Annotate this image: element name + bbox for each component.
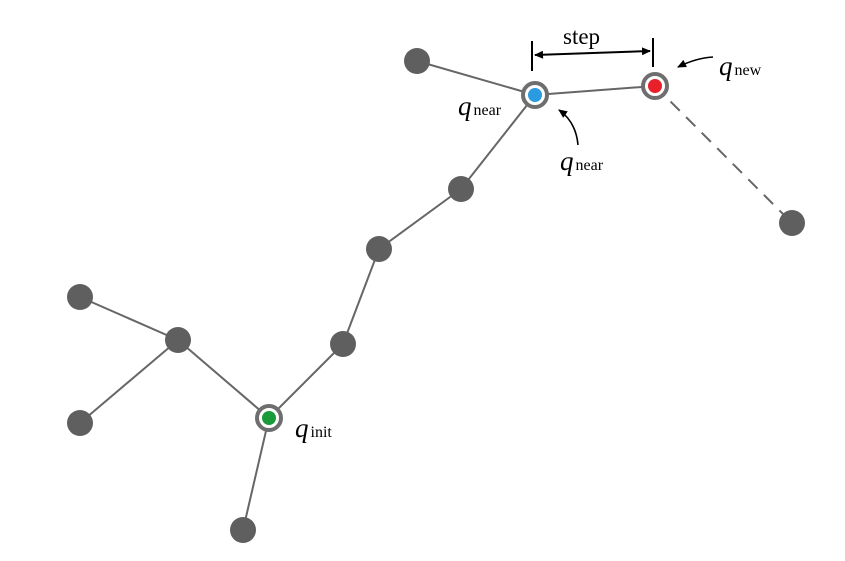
edge-near-new [534,85,656,96]
edge-left-top [79,296,179,341]
edge-left-bottom [79,339,179,424]
step-label: step [563,24,600,49]
node-bottom [230,517,256,543]
node-q-init [255,404,283,432]
edge-init-chain1 [268,343,344,419]
edge-chain2-chain3 [378,188,462,250]
node-random-sample [779,210,805,236]
node-q-near [521,81,549,109]
node-branch [165,327,191,353]
node-chain-3 [448,176,474,202]
node-chain-2 [366,236,392,262]
edge-chain1-chain2 [342,248,380,345]
step-arrow [534,47,651,59]
edge-branch-init [177,339,270,419]
tree-edges [79,60,793,531]
node-left-bottom [67,410,93,436]
node-left-top [67,284,93,310]
step-dimension [531,38,654,71]
edge-chain3-near [460,94,536,190]
node-chain-1 [330,331,356,357]
node-q-new [641,72,669,100]
tree-nodes [67,48,805,543]
q-new-callout-arrow [677,56,714,68]
edge-new-rand-dashed [654,85,793,224]
edge-init-bottom [242,417,270,531]
q-near-callout-arrow [558,109,579,146]
node-top-left [404,48,430,74]
edge-topleft-near [416,60,536,96]
